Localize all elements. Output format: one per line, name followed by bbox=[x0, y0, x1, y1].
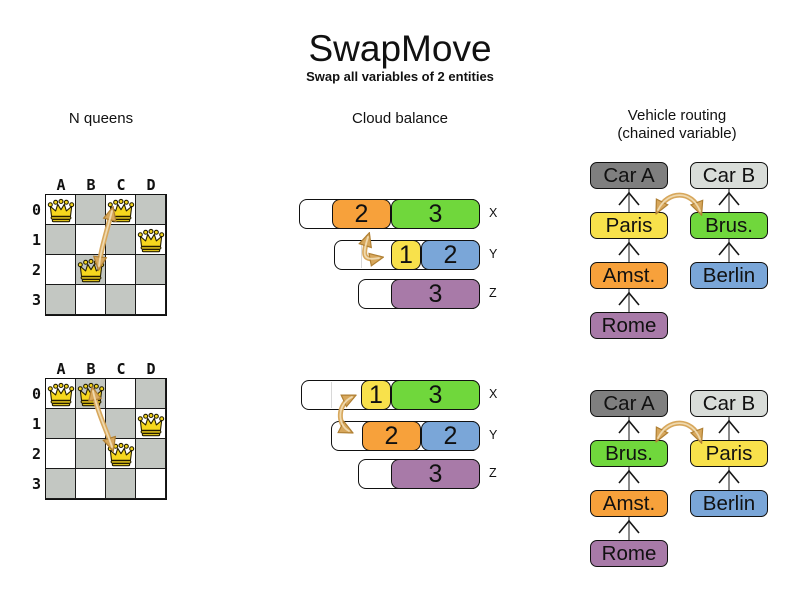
chain-up-arrow bbox=[618, 467, 640, 490]
chain-up-arrow bbox=[618, 517, 640, 540]
row-label: 2 bbox=[31, 445, 41, 463]
board-cell bbox=[106, 285, 136, 315]
board-cell bbox=[136, 195, 166, 225]
process-block: 3 bbox=[391, 459, 480, 489]
chain-up-arrow bbox=[718, 467, 740, 490]
vehicle-node-box: Brus. bbox=[590, 440, 668, 467]
vehicle-node-box: Car A bbox=[590, 162, 668, 189]
vehicle-node-box: Amst. bbox=[590, 262, 668, 289]
board-cell bbox=[136, 255, 166, 285]
chain-up-arrow bbox=[718, 189, 740, 212]
vehicle-node-box: Rome bbox=[590, 540, 668, 567]
board-cell bbox=[76, 469, 106, 499]
row-label: 0 bbox=[31, 385, 41, 403]
process-block: 2 bbox=[421, 421, 480, 451]
vehicle-node-box: Berlin bbox=[690, 490, 768, 517]
process-block: 2 bbox=[421, 240, 480, 270]
row-label: 1 bbox=[31, 231, 41, 249]
process-block: 3 bbox=[391, 199, 480, 229]
chain-up-arrow bbox=[718, 417, 740, 440]
board-cell bbox=[46, 255, 76, 285]
row-label: 3 bbox=[31, 475, 41, 493]
board-cell bbox=[136, 469, 166, 499]
process-block: 3 bbox=[391, 279, 480, 309]
vehicle-node-box: Brus. bbox=[690, 212, 768, 239]
computer-label: Z bbox=[489, 286, 497, 300]
chain-up-arrow bbox=[618, 417, 640, 440]
page-title: SwapMove bbox=[308, 28, 492, 69]
vehicle-node-box: Paris bbox=[690, 440, 768, 467]
nqueens-header: N queens bbox=[68, 110, 134, 127]
chessboard-frame bbox=[45, 378, 167, 500]
board-cell bbox=[46, 469, 76, 499]
column-label: C bbox=[116, 176, 126, 194]
vehicle-node-box: Berlin bbox=[690, 262, 768, 289]
chain-up-arrow bbox=[618, 239, 640, 262]
process-block: 1 bbox=[361, 380, 391, 410]
column-label: B bbox=[86, 176, 96, 194]
column-label: B bbox=[86, 360, 96, 378]
cloud-balance-header: Cloud balance bbox=[352, 110, 448, 127]
chain-up-arrow bbox=[718, 239, 740, 262]
board-cell bbox=[46, 225, 76, 255]
board-cell bbox=[46, 285, 76, 315]
chain-up-arrow bbox=[618, 189, 640, 212]
swap-arrow-vehicle-after bbox=[658, 420, 700, 439]
vehicle-node-box: Car B bbox=[690, 390, 768, 417]
column-label: A bbox=[56, 176, 66, 194]
process-block: 2 bbox=[332, 199, 391, 229]
computer-label: Y bbox=[489, 247, 498, 261]
vehicle-routing-header-line1: Vehicle routing bbox=[627, 107, 727, 124]
board-cell bbox=[46, 409, 76, 439]
capacity-divider-line bbox=[331, 382, 332, 408]
vehicle-routing-header-line2: (chained variable) bbox=[617, 125, 737, 142]
board-cell bbox=[136, 379, 166, 409]
column-label: D bbox=[146, 176, 156, 194]
board-cell bbox=[136, 285, 166, 315]
vehicle-node-box: Paris bbox=[590, 212, 668, 239]
column-label: A bbox=[56, 360, 66, 378]
vehicle-node-box: Car A bbox=[590, 390, 668, 417]
board-cell bbox=[76, 285, 106, 315]
vehicle-routing-header: Vehicle routing (chained variable) bbox=[577, 107, 777, 143]
column-label: C bbox=[116, 360, 126, 378]
swap-arrow-vehicle-before bbox=[658, 192, 700, 211]
chain-up-arrow bbox=[618, 289, 640, 312]
row-label: 3 bbox=[31, 291, 41, 309]
vehicle-node-box: Amst. bbox=[590, 490, 668, 517]
board-cell bbox=[136, 439, 166, 469]
row-label: 1 bbox=[31, 415, 41, 433]
vehicle-node-box: Car B bbox=[690, 162, 768, 189]
process-block: 3 bbox=[391, 380, 480, 410]
process-block: 1 bbox=[391, 240, 421, 270]
board-cell bbox=[46, 439, 76, 469]
computer-label: Y bbox=[489, 428, 498, 442]
capacity-divider-line bbox=[361, 242, 362, 268]
page-subtitle: Swap all variables of 2 entities bbox=[306, 69, 494, 84]
process-block: 2 bbox=[362, 421, 421, 451]
computer-label: X bbox=[489, 387, 498, 401]
chessboard-frame bbox=[45, 194, 167, 316]
board-cell bbox=[106, 469, 136, 499]
column-label: D bbox=[146, 360, 156, 378]
computer-label: Z bbox=[489, 466, 497, 480]
row-label: 2 bbox=[31, 261, 41, 279]
row-label: 0 bbox=[31, 201, 41, 219]
computer-label: X bbox=[489, 206, 498, 220]
vehicle-node-box: Rome bbox=[590, 312, 668, 339]
